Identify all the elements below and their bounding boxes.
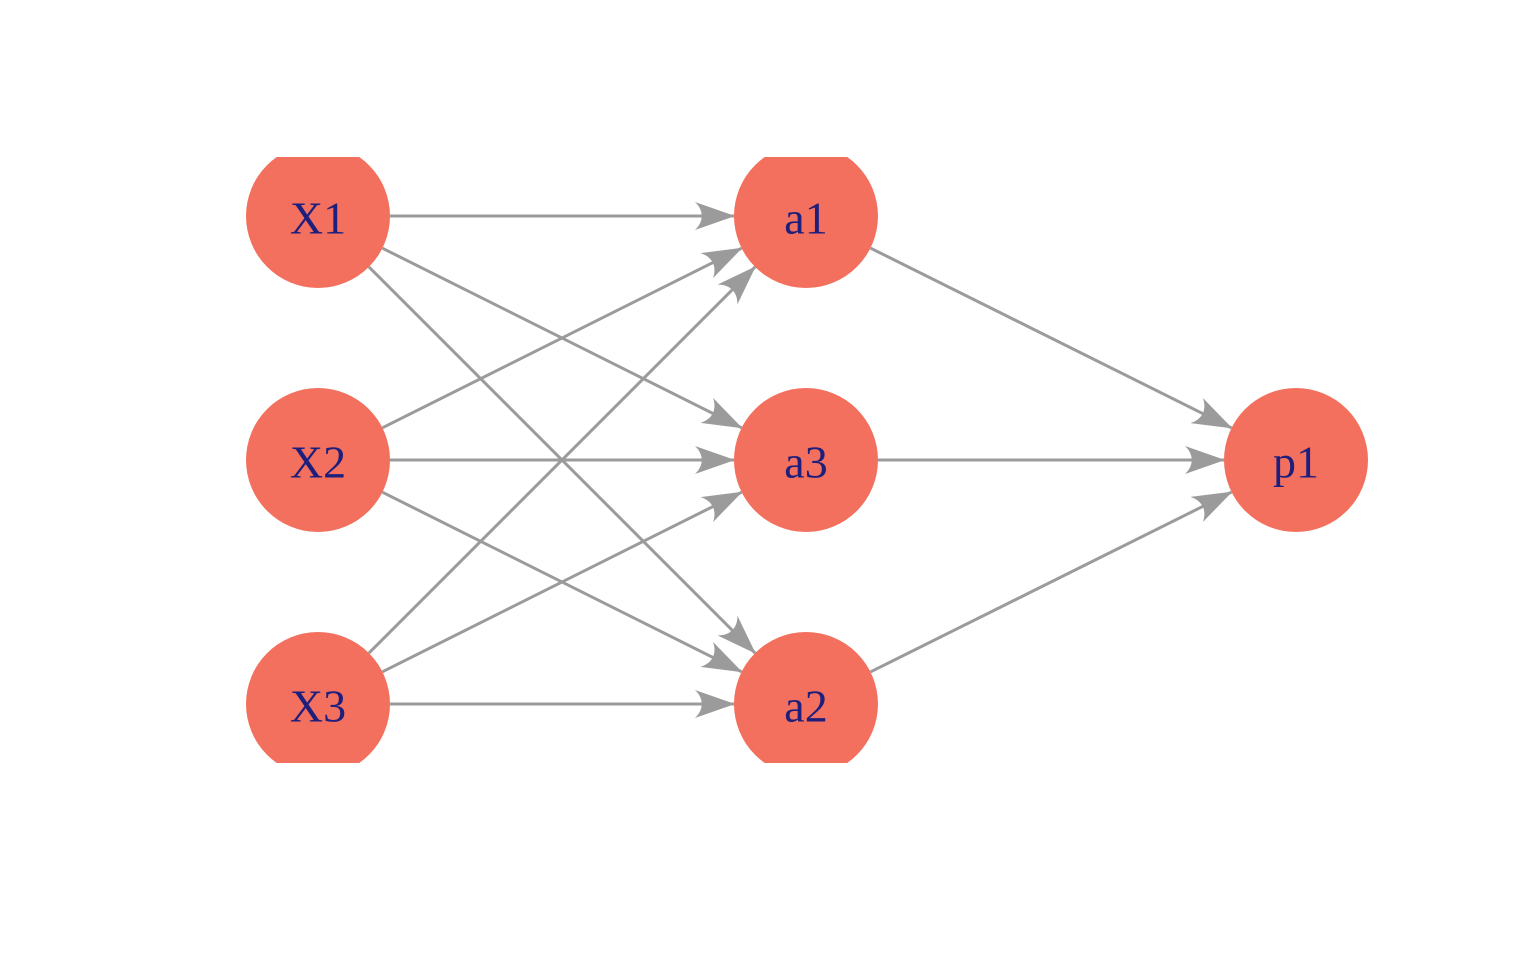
- edge-a1-p1: [869, 246, 1233, 430]
- node-circle-X2: [246, 388, 390, 532]
- node-a1: a1: [734, 157, 878, 288]
- node-label-p1: p1: [1273, 436, 1319, 487]
- node-label-X2: X2: [290, 436, 346, 487]
- node-a2: a2: [734, 632, 878, 763]
- node-label-a1: a1: [784, 192, 827, 243]
- node-label-a3: a3: [784, 436, 827, 487]
- node-a3: a3: [734, 388, 878, 532]
- edge-X3-a1: [367, 265, 757, 655]
- edge-a2-p1: [869, 490, 1233, 674]
- node-circle-X3: [246, 632, 390, 763]
- node-X3: X3: [246, 632, 390, 763]
- node-X1: X1: [246, 157, 390, 288]
- node-circle-a1: [734, 157, 878, 288]
- node-label-a2: a2: [784, 680, 827, 731]
- node-circle-X1: [246, 157, 390, 288]
- edge-X3-a3: [381, 490, 743, 674]
- node-circle-a3: [734, 388, 878, 532]
- node-label-X3: X3: [290, 680, 346, 731]
- node-X2: X2: [246, 388, 390, 532]
- node-circle-p1: [1224, 388, 1368, 532]
- edge-X2-a1: [381, 246, 743, 430]
- node-p1: p1: [1224, 388, 1368, 532]
- node-circle-a2: [734, 632, 878, 763]
- edges-layer: [367, 202, 1233, 718]
- node-label-X1: X1: [290, 192, 346, 243]
